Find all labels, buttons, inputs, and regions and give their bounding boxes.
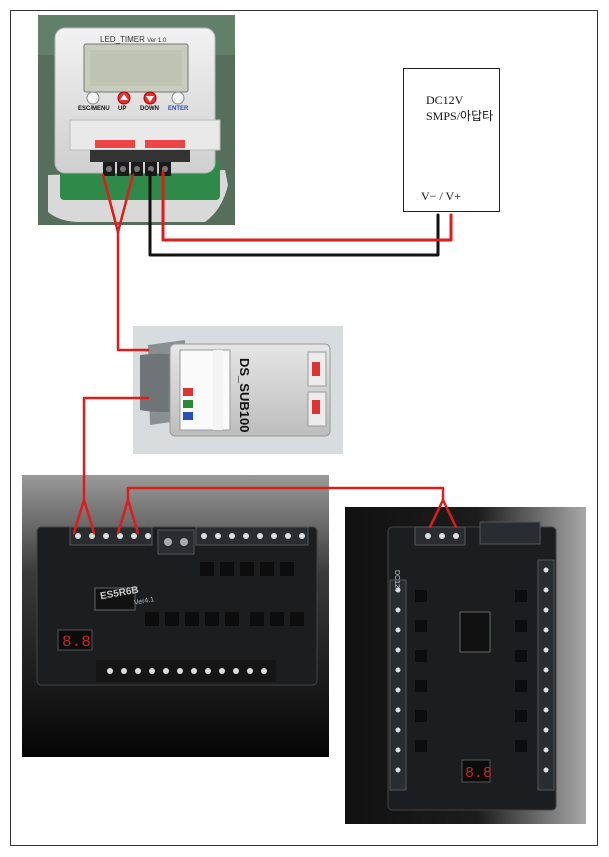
sub-module-model: DS_SUB100 [237,358,252,433]
seven-segment-display-b [461,759,491,783]
timer-brand-label: LED_TIMER Ver 1.0 [100,35,166,44]
psu-terminal-label: V− / V+ [421,189,461,203]
ds-sub100-photo [133,326,343,454]
power-supply-box: DC12V SMPS/아답타 V− / V+ [403,68,500,212]
wire-red-timer-sub [116,230,150,352]
psu-label-type: SMPS/아답타 [426,109,494,123]
svg-text:8.8: 8.8 [465,765,492,782]
seven-segment-display [57,629,93,651]
psu-label-voltage: DC12V [426,93,464,107]
diagram-frame [10,10,598,846]
wire-red-psu [161,170,453,242]
wires [72,170,458,535]
timer-enter-label: ENTER [168,106,189,112]
wire-red-sub-controller [82,396,150,502]
timer-version: Ver 1.0 [147,38,167,44]
wire-red-controller-link [126,486,445,502]
timer-down-label: DOWN [140,106,159,112]
svg-text:8.8: 8.8 [62,633,91,651]
timer-brand: LED_TIMER [100,35,145,44]
timer-up-label: UP [118,106,127,112]
led-timer-photo [38,15,235,225]
wire-black-psu [148,170,440,257]
timer-esc-label: ESC/MENU [78,106,110,112]
controller-b-photo: 8.8 [345,507,586,824]
controller-es5r6b-photo: 8.8 [22,475,329,757]
controller-b-label: DC12V [393,570,400,593]
